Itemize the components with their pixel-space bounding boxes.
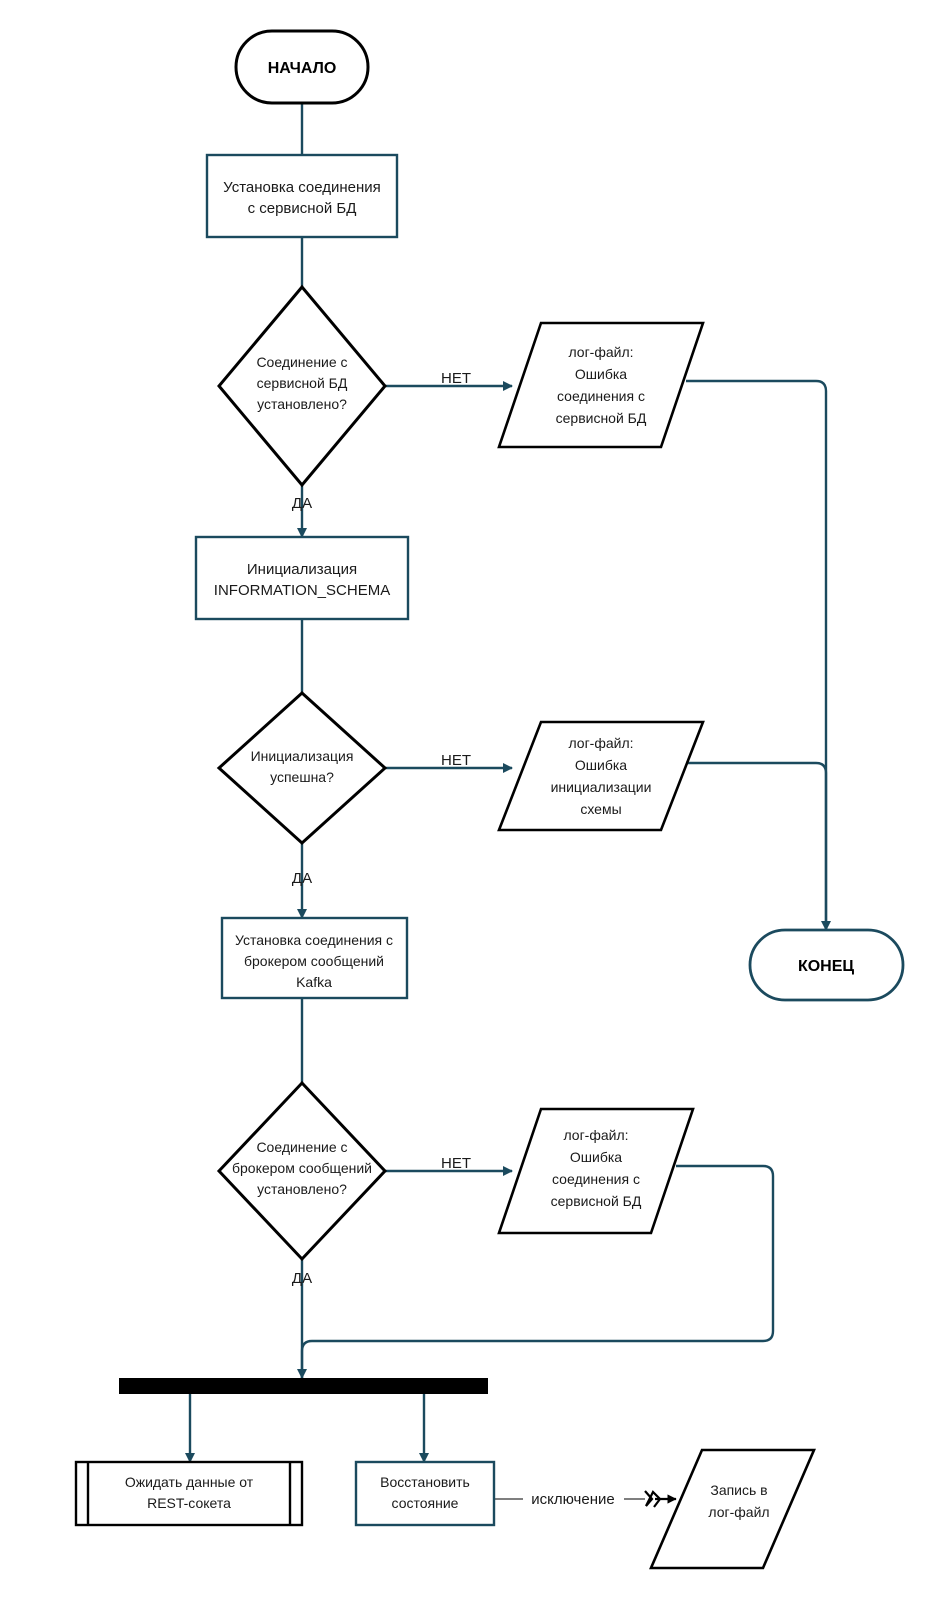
node-connect-kafka[interactable]: Установка соединения с брокером сообщени… bbox=[220, 916, 409, 1000]
edge-label-no-3: НЕТ bbox=[441, 1155, 471, 1172]
edge-label-exception: исключение bbox=[531, 1491, 614, 1508]
exception-lightning-icon bbox=[644, 1490, 662, 1508]
write-log-line1: Запись в bbox=[710, 1482, 767, 1498]
decision-db-label-line2: сервисной БД bbox=[257, 375, 348, 391]
node-decision-kafka[interactable]: Соединение с брокером сообщений установл… bbox=[216, 1080, 388, 1262]
wait-rest-line2: REST-сокета bbox=[147, 1495, 231, 1511]
edge-label-no-1: НЕТ bbox=[441, 370, 471, 387]
decision-init-diamond-shape bbox=[216, 690, 388, 846]
node-log-init-error[interactable]: лог-файл: Ошибка инициализации схемы bbox=[497, 720, 705, 832]
node-wait-rest[interactable]: Ожидать данные от REST-сокета bbox=[74, 1460, 304, 1527]
edge-log-init-error-to-end bbox=[686, 761, 828, 930]
log-init-error-line3: инициализации bbox=[551, 779, 652, 795]
node-init-schema[interactable]: Инициализация INFORMATION_SCHEMA bbox=[194, 535, 410, 621]
log-db-error-line2: Ошибка bbox=[575, 366, 627, 382]
start-label: НАЧАЛО bbox=[268, 60, 337, 77]
node-write-log[interactable]: Запись в лог-файл bbox=[649, 1448, 816, 1570]
decision-kafka-line1: Соединение с bbox=[256, 1139, 347, 1155]
end-terminator-shape bbox=[748, 928, 905, 1002]
decision-kafka-diamond-shape bbox=[216, 1080, 388, 1262]
edge-label-yes-1: ДА bbox=[292, 495, 312, 512]
restore-state-line2: состояние bbox=[392, 1495, 459, 1511]
restore-state-line1: Восстановить bbox=[380, 1474, 470, 1490]
node-connect-db[interactable]: Установка соединения с сервисной БД bbox=[205, 153, 399, 239]
node-log-kafka-error[interactable]: лог-файл: Ошибка соединения с сервисной … bbox=[497, 1107, 695, 1235]
connect-kafka-line3: Kafka bbox=[296, 974, 332, 990]
decision-init-label-line1: Инициализация bbox=[251, 748, 354, 764]
write-log-line2: лог-файл bbox=[708, 1504, 769, 1520]
node-decision-db[interactable]: Соединение с сервисной БД установлено? bbox=[217, 284, 387, 488]
log-kafka-error-line3: соединения с bbox=[552, 1171, 640, 1187]
log-db-error-line3: соединения с bbox=[557, 388, 645, 404]
log-kafka-error-line2: Ошибка bbox=[570, 1149, 622, 1165]
decision-db-label-line1: Соединение с bbox=[256, 354, 347, 370]
log-db-error-line1: лог-файл: bbox=[568, 344, 633, 360]
edge-label-yes-2: ДА bbox=[292, 870, 312, 887]
log-db-error-line4: сервисной БД bbox=[556, 410, 647, 426]
end-label: КОНЕЦ bbox=[798, 958, 854, 975]
node-restore-state[interactable]: Восстановить состояние bbox=[354, 1460, 496, 1527]
log-db-error-document-shape bbox=[497, 321, 705, 449]
init-schema-label-line1: Инициализация bbox=[247, 561, 357, 578]
node-start[interactable]: НАЧАЛО bbox=[234, 29, 370, 105]
init-schema-process-shape bbox=[194, 535, 410, 621]
wait-rest-predefined-shape bbox=[74, 1460, 304, 1527]
connect-db-process-shape bbox=[205, 153, 399, 239]
log-kafka-error-line4: сервисной БД bbox=[551, 1193, 642, 1209]
log-init-error-line4: схемы bbox=[580, 801, 621, 817]
decision-kafka-line3: установлено? bbox=[257, 1181, 347, 1197]
connect-db-label-line1: Установка соединения bbox=[223, 179, 381, 196]
fork-bar[interactable] bbox=[119, 1378, 488, 1394]
node-end[interactable]: КОНЕЦ bbox=[748, 928, 905, 1002]
log-init-error-line2: Ошибка bbox=[575, 757, 627, 773]
connect-kafka-process-shape bbox=[220, 916, 409, 1000]
decision-init-label-line2: успешна? bbox=[270, 769, 334, 785]
decision-db-label-line3: установлено? bbox=[257, 396, 347, 412]
wait-rest-line1: Ожидать данные от bbox=[125, 1474, 254, 1490]
connect-kafka-line1: Установка соединения с bbox=[235, 932, 393, 948]
restore-state-process-shape bbox=[354, 1460, 496, 1527]
log-init-error-document-shape bbox=[497, 720, 705, 832]
log-kafka-error-document-shape bbox=[497, 1107, 695, 1235]
node-log-db-error[interactable]: лог-файл: Ошибка соединения с сервисной … bbox=[497, 321, 705, 449]
connect-kafka-line2: брокером сообщений bbox=[244, 953, 384, 969]
log-kafka-error-line1: лог-файл: bbox=[563, 1127, 628, 1143]
start-terminator-shape bbox=[234, 29, 370, 105]
write-log-document-shape bbox=[649, 1448, 816, 1570]
decision-kafka-line2: брокером сообщений bbox=[232, 1160, 372, 1176]
connect-db-label-line2: с сервисной БД bbox=[248, 200, 357, 217]
edge-log-db-error-to-end bbox=[686, 379, 831, 931]
edge-label-yes-3: ДА bbox=[292, 1270, 312, 1287]
decision-db-diamond-shape bbox=[217, 284, 387, 488]
node-decision-init[interactable]: Инициализация успешна? bbox=[216, 690, 388, 846]
edge-label-no-2: НЕТ bbox=[441, 752, 471, 769]
init-schema-label-line2: INFORMATION_SCHEMA bbox=[214, 582, 390, 599]
edge-log-kafka-error-to-fork bbox=[300, 1164, 775, 1378]
log-init-error-line1: лог-файл: bbox=[568, 735, 633, 751]
